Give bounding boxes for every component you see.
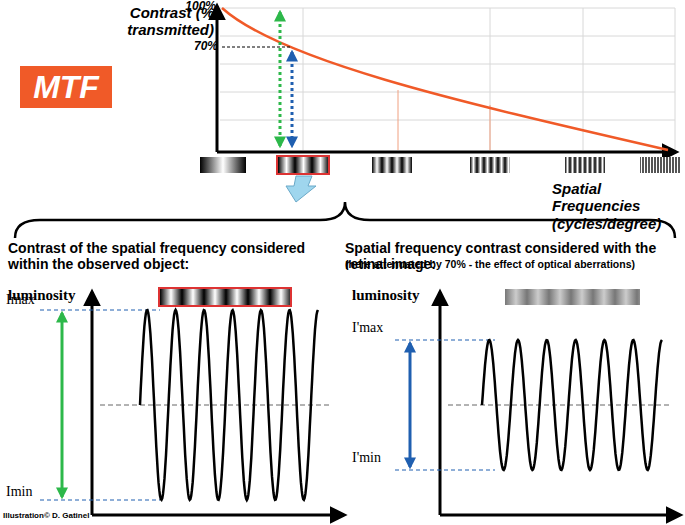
sine-wave	[482, 340, 662, 470]
mtf-curve	[222, 8, 668, 150]
blue-arrow	[291, 52, 294, 146]
grating-sample	[565, 157, 605, 173]
grating-sample	[505, 289, 640, 305]
axis-title: Spatial Frequencies (cycles/degree)	[552, 180, 674, 232]
grating-sample	[372, 157, 412, 173]
variable-label: I'max	[352, 320, 397, 336]
contrast-arrow	[409, 343, 412, 467]
title-badge: MTF	[20, 66, 112, 108]
axis-title: luminosity	[352, 287, 442, 304]
panel-title: Contrast of the spatial frequency consid…	[8, 240, 338, 272]
badge-text: MTF	[33, 69, 99, 106]
grating-sample	[160, 289, 290, 305]
credit: Illustration© D. Gatinel	[3, 511, 153, 520]
pointer-arrow	[286, 176, 316, 202]
variable-label: I'min	[352, 450, 397, 466]
variable-label: Imax	[6, 292, 46, 308]
x-axis	[217, 151, 676, 154]
grating-sample	[640, 157, 680, 173]
grid	[220, 8, 675, 150]
grating-sample	[278, 157, 328, 173]
y-axis	[216, 6, 219, 152]
green-arrow	[279, 12, 282, 146]
grating-sample	[200, 157, 246, 173]
tick-label: 70%	[184, 40, 218, 54]
tick-label: 100%	[176, 0, 216, 14]
sine-wave	[140, 310, 318, 500]
variable-label: Imin	[6, 484, 46, 500]
grating-sample	[470, 157, 510, 173]
contrast-arrow	[61, 313, 64, 497]
note: (here attenuated by 70% - the effect of …	[345, 258, 680, 270]
